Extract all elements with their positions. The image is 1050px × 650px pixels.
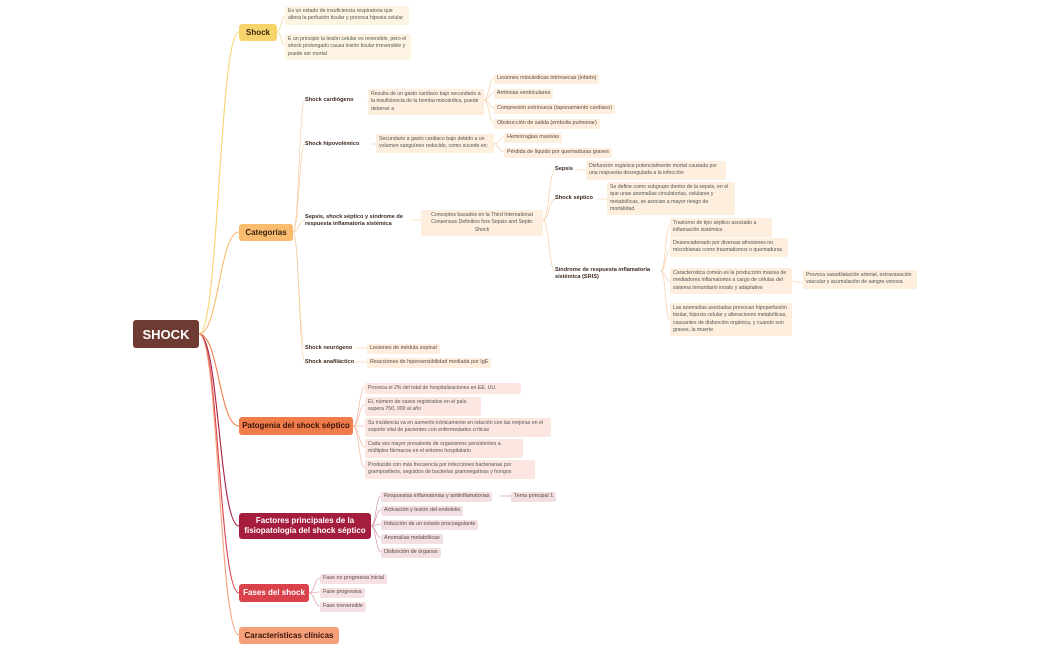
sub-sris[interactable]: Síndrome de respuesta inflamatoria sisté… [555, 267, 651, 281]
connector-shock-note-1 [276, 15, 286, 33]
cardiogeno-item-3: Compresión extrínseca (taponamiento card… [494, 104, 616, 114]
fases-item-1: Fase no progresiva inicial [320, 574, 388, 584]
connector-septico-sub-1 [542, 169, 556, 221]
connector-fases-item-2 [308, 591, 321, 594]
sepsis-desc: Disfunción orgánica potencialmente morta… [586, 161, 726, 180]
connector-hipovolemico-item-1 [493, 136, 505, 145]
connector-categorias-sub-3 [292, 219, 306, 233]
connector-patogenia-item-1 [352, 386, 366, 427]
anafilactico-desc: Reacciones de hipersensibilidad mediada … [367, 358, 492, 368]
connector-sris-item-2 [660, 249, 671, 272]
sub-shock-hipovolemico[interactable]: Shock hipovolémico [305, 141, 360, 147]
sub-sepsis[interactable]: Sepsis [555, 166, 574, 172]
connector-root-shock [198, 31, 240, 335]
connector-shock-note-2 [276, 31, 286, 46]
septico-desc: Conceptos basados en la Third Internatio… [421, 210, 543, 236]
sub-shock-anafilactico[interactable]: Shock anafiláctico [305, 359, 355, 365]
branch-caracteristicas-clinicas[interactable]: Características clínicas [239, 627, 339, 644]
connector-patogenia-item-4 [352, 425, 366, 448]
connector-septico-sub-2 [542, 198, 556, 221]
cardiogeno-item-2: Arritmias ventriculares [494, 89, 554, 99]
patogenia-item-1: Provoca el 2% del total de hospitalizaci… [365, 383, 521, 395]
hipovolemico-item-1: Hemorragias masivas [504, 133, 563, 143]
neurogeno-desc: Lesiones de médula espinal [367, 344, 440, 354]
sris-item-2: Desencadenado por diversas afresiones no… [670, 238, 788, 257]
factores-item-4: Anomalías metabólicas [381, 534, 443, 544]
factores-item-5: Disfunción de órganos [381, 548, 441, 558]
patogenia-item-3: Su incidencia va en aumento irónicamente… [365, 418, 551, 437]
sub-sepsis-shock-septico-sris[interactable]: Sepsis, shock séptico y síndrome de resp… [305, 214, 403, 228]
connector-categorias-sub-5 [292, 231, 306, 363]
connector-factores-item-2 [370, 509, 382, 527]
connector-root-categorias [198, 231, 240, 335]
cardiogeno-item-1: Lesiones miocárdicas intrínsecas (infart… [494, 74, 600, 84]
shock-septico-desc: Se define como subgrupo dentro de la sep… [607, 182, 735, 216]
branch-factores[interactable]: Factores principales de la fisiopatologí… [239, 513, 371, 539]
branch-categorias[interactable]: Categorías [239, 224, 293, 241]
connector-root-clinicas [198, 333, 240, 636]
connector-root-patogenia [198, 333, 240, 427]
root-node[interactable]: SHOCK [133, 320, 199, 348]
connector-factores-item-5 [370, 525, 382, 553]
branch-fases[interactable]: Fases del shock [239, 584, 309, 602]
connector-factores-item-1 [370, 495, 382, 527]
cardiogeno-desc: Resulta de un gasto cardiaco bajo secund… [368, 89, 484, 115]
connector-sris-item-4 [660, 270, 671, 321]
connector-root-factores [198, 333, 240, 527]
factores-item-3: Inducción de un estado procoagulante [381, 520, 479, 530]
fases-item-3: Fase irreversible [320, 602, 366, 612]
connector-fases-item-3 [308, 592, 321, 607]
sub-shock-cardiogeno[interactable]: Shock cardiógeno [305, 97, 354, 103]
sris-effect: Provoca vasodilatación arterial, extrava… [803, 270, 917, 289]
sub-shock-septico[interactable]: Shock séptico [555, 195, 593, 201]
connector-fases-item-1 [308, 577, 321, 594]
factores-tag[interactable]: Tema principal 1 [511, 492, 557, 502]
hipovolemico-desc: Secundario a gasto cardiaco bajo debido … [376, 134, 494, 153]
patogenia-item-5: Producido con más frecuencia por infecci… [365, 460, 535, 479]
hipovolemico-item-2: Pérdida de líquido por quemaduras graves [504, 148, 612, 158]
connector-categorias-sub-2 [292, 143, 306, 233]
branch-shock[interactable]: Shock [239, 24, 277, 41]
patogenia-item-4: Cada vez mayor prevalente de organismos … [365, 439, 523, 458]
connector-hipovolemico-item-2 [493, 143, 505, 153]
shock-note-2: E un principio la lesión celular es reve… [285, 34, 411, 60]
factores-item-1: Respuestas inflamatorias y antiinflamato… [381, 492, 493, 502]
sris-item-3: Característica común es la producción ma… [670, 268, 792, 294]
factores-item-2: Activación y lesión del endotelio [381, 506, 464, 516]
sris-item-1: Trastorno de tipo séptico asociado a inf… [670, 218, 772, 237]
connector-cardiogeno-item-2 [483, 92, 495, 101]
branch-patogenia[interactable]: Patogenia del shock séptico [239, 417, 353, 435]
connector-sris-item-1 [660, 224, 671, 272]
connector-root-fases [198, 333, 240, 594]
sris-item-4: Las anomalías asociadas provocan hipoper… [670, 303, 792, 337]
connector-categorias-sub-4 [292, 231, 306, 349]
connector-sris-effect [791, 280, 804, 284]
cardiogeno-item-4: Obstrucción de salida (embolia pulmonar) [494, 119, 600, 129]
connector-patogenia-item-5 [352, 425, 366, 469]
connector-septico-sub-3 [542, 219, 556, 272]
connector-factores-item-3 [370, 523, 382, 527]
connector-cardiogeno-item-1 [483, 77, 495, 101]
fases-item-2: Fase progresiva [320, 588, 365, 598]
connector-factores-item-4 [370, 525, 382, 539]
connector-categorias-sub-1 [292, 99, 306, 233]
sub-shock-neurogeno[interactable]: Shock neurógeno [305, 345, 353, 351]
connector-cardiogeno-item-4 [483, 99, 495, 124]
connector-sris-item-3 [660, 270, 671, 282]
connector-patogenia-item-2 [352, 404, 366, 427]
shock-note-1: Es un estado de insuficiencia respirator… [285, 6, 409, 25]
patogenia-item-2: EL número de casos registrados en el paí… [365, 397, 481, 416]
